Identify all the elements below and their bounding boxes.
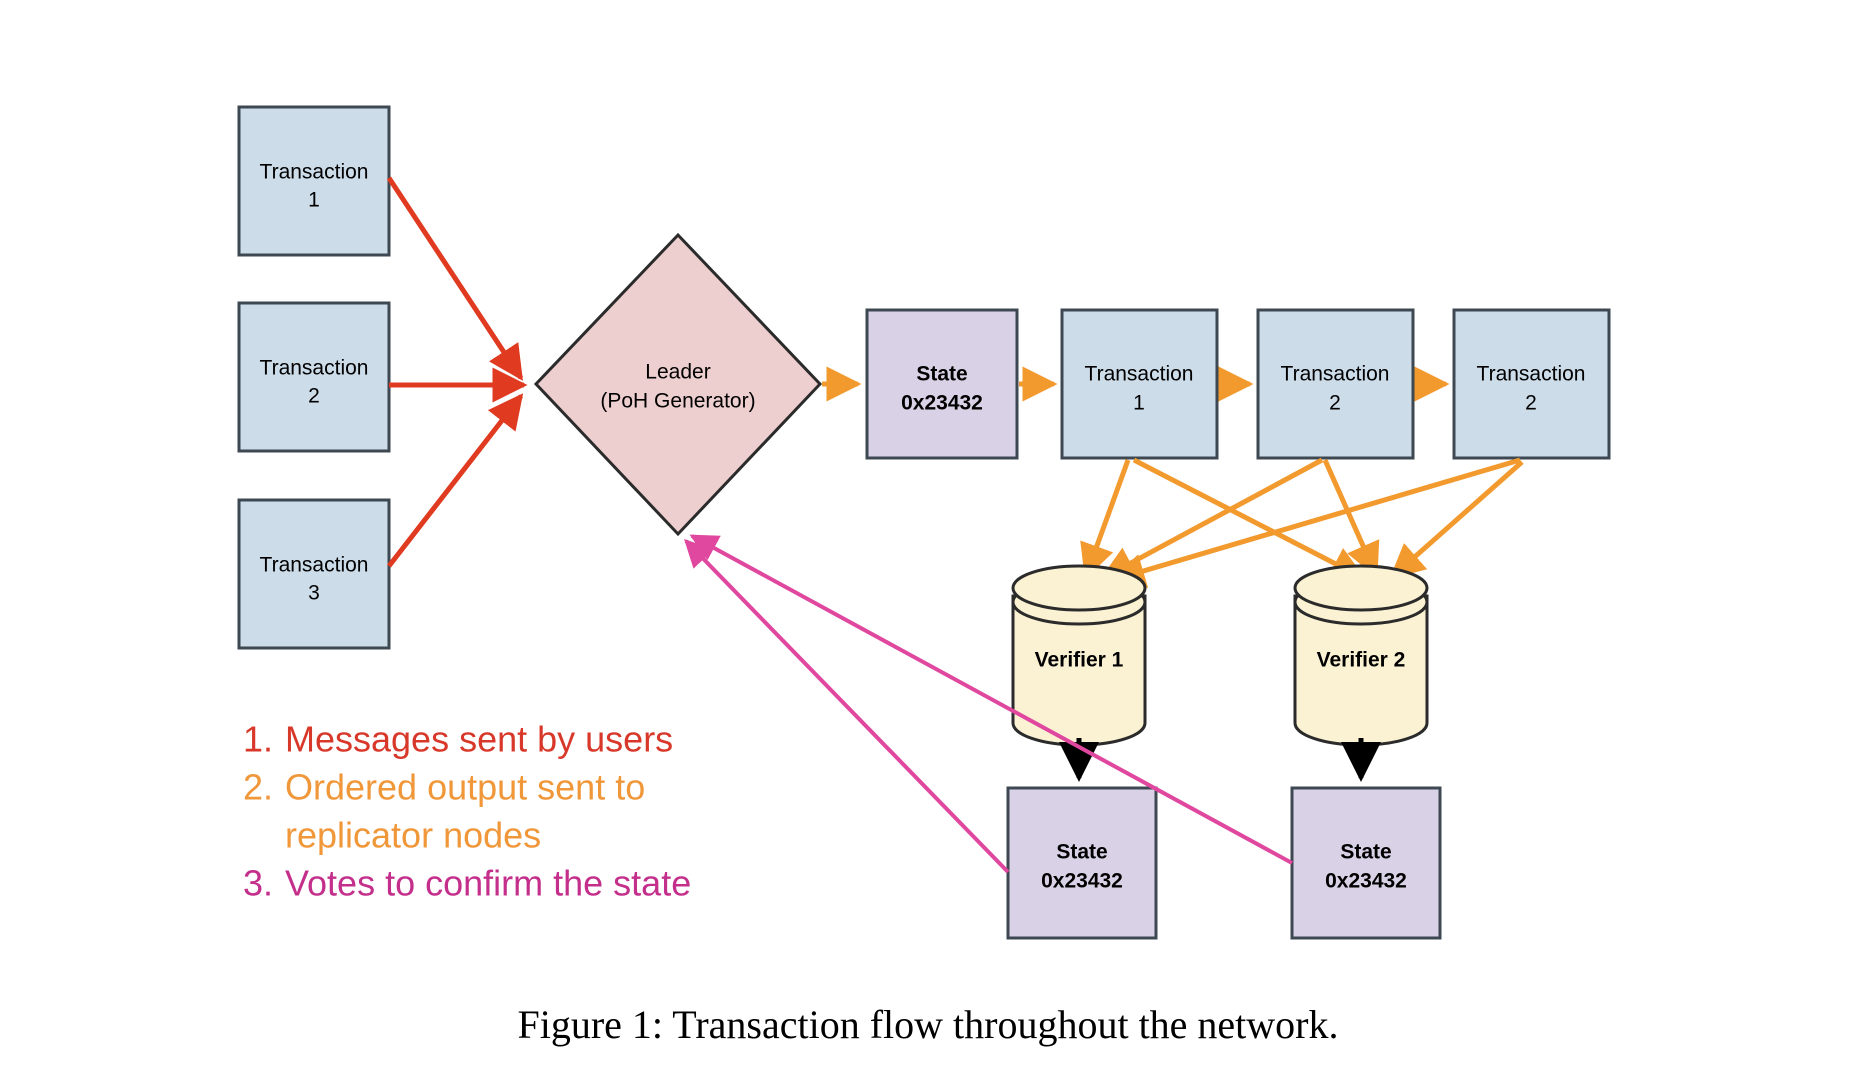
verifier-1-state-label-line1: State [1056, 841, 1107, 864]
input-transaction-2-label-line2: 2 [308, 385, 320, 408]
red-message-arrows [386, 176, 528, 568]
verifier-1-top [1011, 564, 1147, 612]
verifier-2-top [1293, 564, 1429, 612]
verifier-2-label: Verifier 2 [1317, 649, 1406, 672]
ledger-transaction-1-box[interactable] [1060, 308, 1219, 460]
input-transaction-2-label-line1: Transaction [260, 357, 369, 380]
verifier-1-label: Verifier 1 [1035, 649, 1124, 672]
legend: 1. Messages sent by users 2. Ordered out… [243, 719, 691, 904]
legend-item-2-text: Ordered output sent to [285, 767, 645, 808]
ledger-transaction-2-label-line2: 2 [1329, 392, 1341, 415]
verifier-2-state-label-line2: 0x23432 [1325, 870, 1407, 893]
input-transaction-1-label-line1: Transaction [260, 161, 369, 184]
ledger-transaction-3-box[interactable] [1452, 308, 1611, 460]
input-transaction-3-box[interactable] [237, 498, 391, 650]
leader-label-line2: (PoH Generator) [600, 390, 755, 413]
legend-item-3-text: Votes to confirm the state [285, 863, 691, 904]
input-transaction-3-label-line2: 3 [308, 582, 320, 605]
legend-item-2-text-line2: replicator nodes [285, 815, 541, 856]
input-transaction-3[interactable]: Transaction 3 [237, 498, 391, 650]
verifier-2-state-label-line1: State [1340, 841, 1391, 864]
verifier-2[interactable]: Verifier 2 [1293, 564, 1429, 747]
input-transaction-1[interactable]: Transaction 1 [237, 105, 391, 257]
ledger-transaction-3[interactable]: Transaction 2 [1452, 308, 1611, 460]
pink-vote-arrows [684, 534, 1293, 874]
arrow-ledgertx3-to-verifier1 [1109, 457, 1521, 588]
verifier-1-state-box[interactable] [1006, 786, 1158, 940]
ledger-state-head[interactable]: State 0x23432 [865, 308, 1019, 460]
verifier-1-state[interactable]: State 0x23432 [1006, 786, 1158, 940]
legend-item-1-text: Messages sent by users [285, 719, 673, 760]
ledger-transaction-1-label-line2: 1 [1133, 392, 1145, 415]
input-transaction-3-label-line1: Transaction [260, 554, 369, 577]
verifier-1[interactable]: Verifier 1 [1011, 564, 1147, 747]
input-transaction-1-label-line2: 1 [308, 189, 320, 212]
ledger-transaction-2[interactable]: Transaction 2 [1256, 308, 1415, 460]
leader-diamond[interactable] [533, 232, 823, 537]
ledger-transaction-2-box[interactable] [1256, 308, 1415, 460]
ledger-transaction-1[interactable]: Transaction 1 [1060, 308, 1219, 460]
ledger-state-head-label-line1: State [916, 363, 967, 386]
arrow-ledgertx3-to-verifier2 [1389, 460, 1524, 580]
legend-item-1-number: 1. [243, 719, 273, 760]
figure-caption: Figure 1: Transaction flow throughout th… [517, 1002, 1338, 1047]
ledger-state-head-label-line2: 0x23432 [901, 392, 983, 415]
ledger-transaction-2-label-line1: Transaction [1281, 363, 1390, 386]
ledger-transaction-3-label-line2: 2 [1525, 392, 1537, 415]
arrow-tx1-to-leader [386, 176, 524, 381]
arrow-ledgertx2-to-verifier1 [1099, 457, 1324, 581]
verifier-1-state-label-line2: 0x23432 [1041, 870, 1123, 893]
arrow-ledgertx2-to-verifier2 [1322, 458, 1380, 579]
legend-item-2-number: 2. [243, 767, 273, 808]
arrow-verifier1state-to-leader [684, 538, 1010, 874]
arrow-tx3-to-leader [387, 393, 524, 568]
input-transaction-2[interactable]: Transaction 2 [237, 301, 391, 453]
leader-label-line1: Leader [645, 361, 710, 384]
ledger-transaction-3-label-line1: Transaction [1477, 363, 1586, 386]
input-transaction-2-box[interactable] [237, 301, 391, 453]
arrow-ledgertx1-to-verifier1 [1080, 459, 1131, 580]
legend-item-3-number: 3. [243, 863, 273, 904]
leader-node[interactable]: Leader (PoH Generator) [533, 232, 823, 537]
input-transaction-1-box[interactable] [237, 105, 391, 257]
ledger-state-head-box[interactable] [865, 308, 1019, 460]
ledger-transaction-1-label-line1: Transaction [1085, 363, 1194, 386]
arrow-verifier2state-to-leader [689, 534, 1293, 865]
orange-verifier-arrows [1080, 457, 1524, 588]
arrow-ledgertx1-to-verifier2 [1132, 457, 1367, 581]
verifier-2-state[interactable]: State 0x23432 [1290, 786, 1442, 940]
